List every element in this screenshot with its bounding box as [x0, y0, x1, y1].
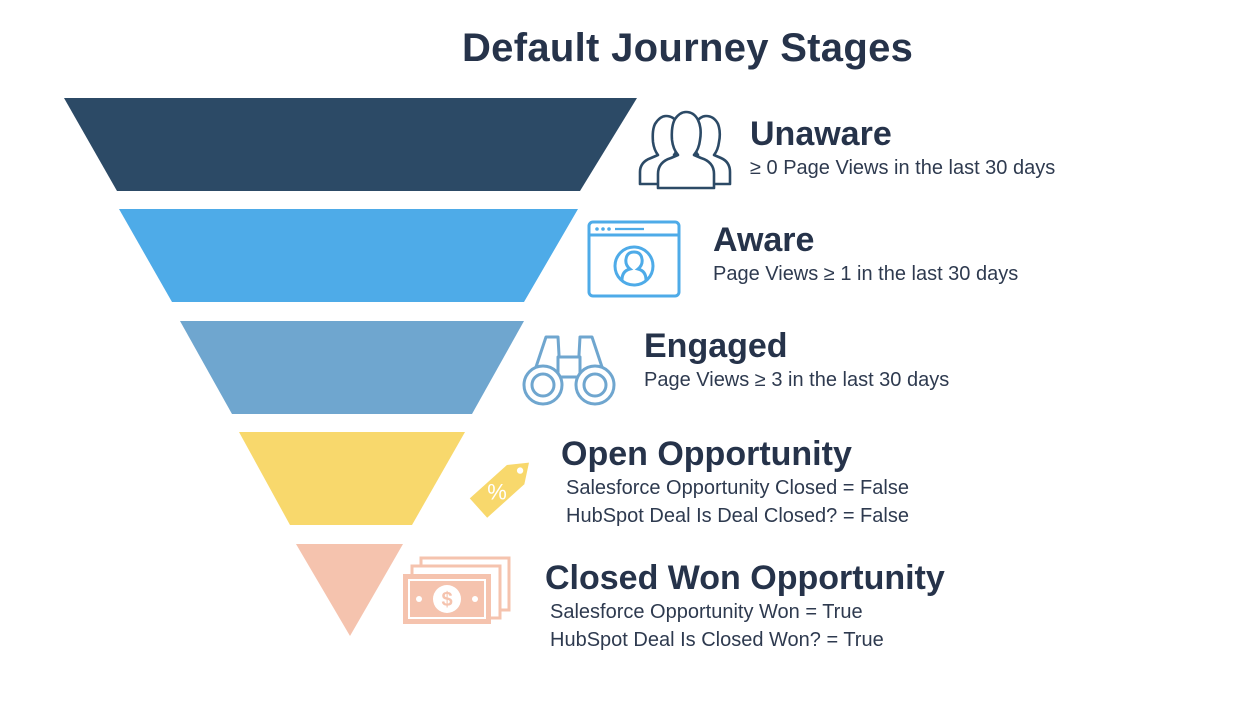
stage-criteria: HubSpot Deal Is Deal Closed? = False [566, 505, 909, 527]
stage-open-opportunity: Open Opportunity Salesforce Opportunity … [561, 434, 909, 530]
funnel-segment-closed-won [296, 544, 403, 636]
stage-name: Engaged [644, 327, 788, 365]
svg-text:$: $ [441, 589, 452, 611]
stage-unaware: Unaware ≥ 0 Page Views in the last 30 da… [750, 114, 1055, 182]
stage-criteria: ≥ 0 Page Views in the last 30 days [750, 157, 1056, 179]
stage-name: Closed Won Opportunity [545, 559, 945, 597]
page-title: Default Journey Stages [462, 26, 914, 70]
percent-tag-icon: % [469, 462, 530, 518]
funnel-segment-aware [119, 209, 578, 302]
stage-criteria: Salesforce Opportunity Won = True [550, 601, 863, 623]
browser-user-icon [587, 220, 681, 298]
stage-aware: Aware Page Views ≥ 1 in the last 30 days [713, 220, 1018, 288]
money-bills-icon: $ [403, 556, 511, 624]
stage-name: Aware [713, 221, 815, 259]
funnel-segment-open-opportunity [239, 432, 465, 525]
stage-closed-won: Closed Won Opportunity Salesforce Opport… [545, 558, 945, 654]
stage-criteria: Page Views ≥ 1 in the last 30 days [713, 263, 1019, 285]
funnel-segment-unaware [64, 98, 637, 191]
people-icon [638, 110, 732, 190]
stage-criteria: Page Views ≥ 3 in the last 30 days [644, 369, 950, 391]
stage-name: Open Opportunity [561, 435, 852, 473]
stage-engaged: Engaged Page Views ≥ 3 in the last 30 da… [644, 326, 949, 394]
stage-name: Unaware [750, 115, 892, 153]
binoculars-icon [522, 335, 616, 406]
funnel-segment-engaged [180, 321, 524, 414]
stage-criteria: Salesforce Opportunity Closed = False [566, 477, 909, 499]
svg-text:%: % [487, 479, 507, 504]
stage-criteria: HubSpot Deal Is Closed Won? = True [550, 629, 884, 651]
